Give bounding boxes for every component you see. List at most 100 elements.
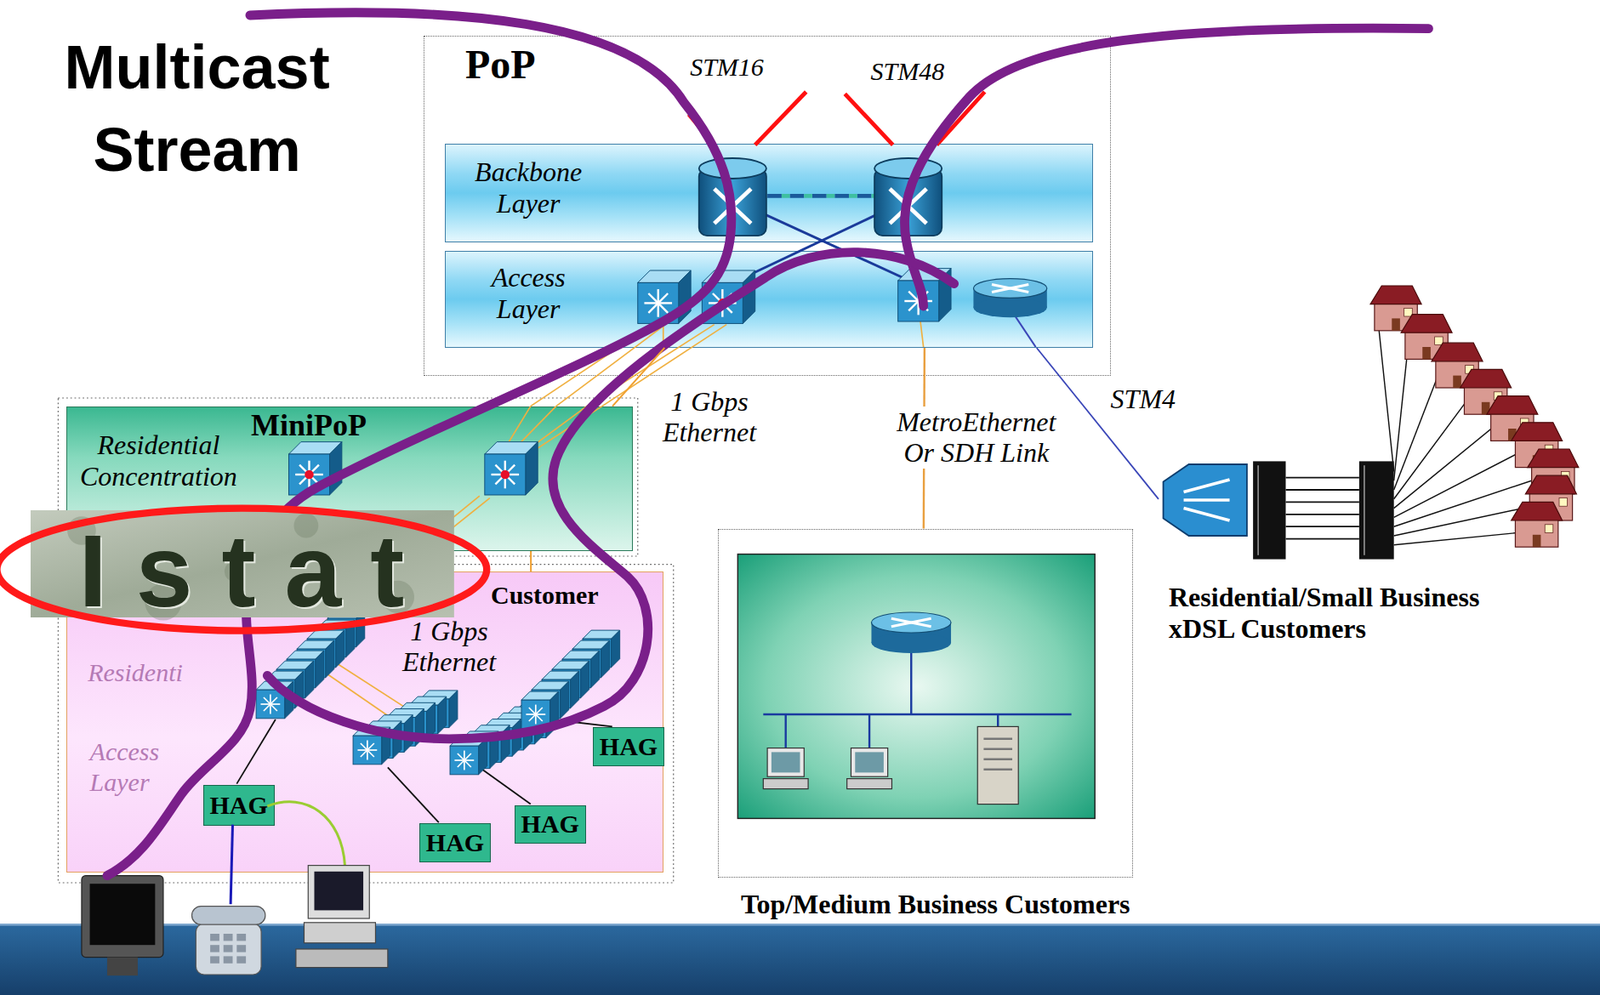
server-bay [983,758,1013,761]
subscriber-line [1394,453,1519,519]
switch-arrow [400,731,403,741]
switch-arrow [569,666,577,674]
switch-top [552,660,590,670]
switch-icon [582,630,621,668]
switch-arrow [497,741,505,749]
switch-arrow [643,301,658,304]
subscriber-line [1394,399,1468,499]
switch-arrow [330,643,333,653]
switch-front [317,628,347,658]
switch-arrow [412,724,422,727]
pc-icon [847,748,893,790]
link-label: 1 Gbps Ethernet [653,386,766,450]
link-label: STM4 [1110,384,1176,415]
switch-front [398,711,428,741]
switch-arrow [341,632,343,643]
text-holder: Residential/Small Business xDSL Customer… [1168,581,1547,645]
switch-arrow [486,748,494,756]
text-holder: Access Layer [461,261,595,325]
xdsl-customer-area: Residential/Small Business xDSL Customer… [1158,270,1593,649]
switch-front [364,729,393,759]
switch-arrow [269,694,272,705]
switch-arrow [367,743,375,751]
switch-side [415,709,424,747]
switch-arrow [389,738,397,746]
switch-arrow [576,666,584,674]
switch-icon [541,671,580,709]
switch-arrow [270,697,278,705]
switch-arrow [371,737,379,745]
phone-wire [230,825,233,906]
switch-arrow [576,672,587,675]
switch-core [506,733,513,740]
switch-top [461,731,499,741]
switch-side [525,442,538,496]
switch-arrow [366,750,369,760]
switch-arrow [596,653,598,663]
switch-arrow [295,473,309,476]
house-wall [1531,465,1575,495]
switch-arrow [263,697,271,705]
house-window [1465,365,1475,375]
switch-arrow [273,694,281,701]
switch-arrow [479,748,487,756]
switch-core [542,700,549,707]
switch-side [489,731,499,769]
hag-box: HAG [514,805,587,845]
switch-icon [276,660,314,699]
pop-box: PoPBackbone LayerAccess Layer [423,35,1111,376]
switch-top [701,270,755,283]
phone-key [210,933,220,941]
phone-key [236,956,246,963]
switch-arrow [422,710,425,720]
switch-arrow [531,723,539,731]
switch-top [288,442,342,455]
switch-arrow [505,473,519,476]
multicast-stream [267,252,954,740]
computer-screen [313,871,364,912]
switch-arrow [464,760,472,768]
switch-top [531,681,570,690]
switch-arrow [299,474,309,484]
subscriber-line [1394,506,1533,536]
house-icon [1370,285,1422,331]
switch-arrow [290,683,292,694]
switch-arrow [474,754,477,764]
text-holder: Istat [78,519,433,622]
switch-arrow [378,743,388,746]
node-label: Access Layer [461,261,595,325]
switch-arrow [918,291,929,302]
switch-arrow [464,753,472,761]
switch-arrow [524,723,532,731]
lan-wire [910,653,912,715]
router-top [871,612,951,633]
switch-arrow [918,300,933,302]
switch-arrow [304,663,312,671]
house-roof [1460,369,1512,388]
switch-side [295,671,304,709]
switch-front [286,659,316,689]
router-body [871,622,951,644]
switch-arrow [535,714,537,724]
switch-arrow [422,719,425,729]
switch-arrow [378,737,386,745]
node-label: PoP [465,42,536,88]
text-holder: PoP [465,42,536,88]
text-holder: Access Layer [90,736,172,798]
switch-arrow [556,687,564,695]
switch-core [297,670,304,677]
switch-front [387,717,416,747]
phone-handset [192,906,266,926]
backbone-link [726,212,882,286]
switch-arrow [485,738,488,748]
phone-key [223,956,234,963]
link-rate-label: STM16 [689,52,764,81]
switch-side [550,691,559,729]
switch-arrow [331,642,342,644]
ethernet-wire [556,324,666,407]
switch-arrow [427,713,435,721]
tv-frame [81,876,164,958]
house-door [1481,402,1491,415]
switch-arrow [485,748,488,758]
hag-box: HAG [419,823,491,863]
